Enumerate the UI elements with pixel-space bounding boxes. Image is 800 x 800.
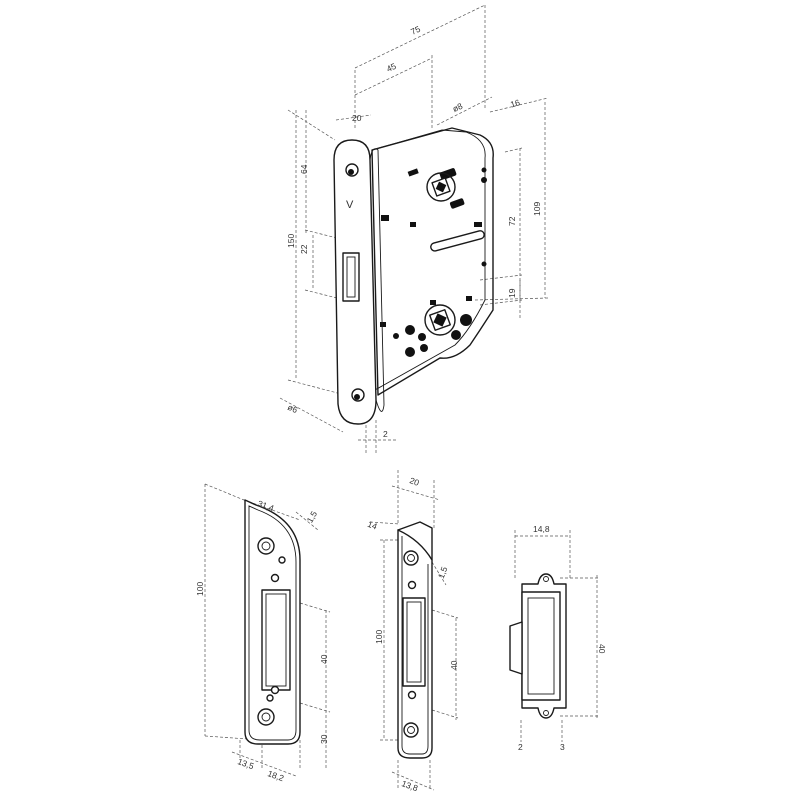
- strike-dim-100: 100: [195, 582, 205, 596]
- lock-latch-opening: [342, 252, 360, 302]
- box-dim-14-8: 14,8: [533, 524, 550, 534]
- strike-plate-lower-small-hole: [270, 685, 280, 695]
- dim-19: 19: [507, 288, 517, 298]
- strike-plate-lower-small-hole-2: [266, 694, 274, 702]
- angled-strike-bottom-screw-hole: [403, 722, 419, 738]
- dim-75: 75: [409, 24, 422, 37]
- angled-dim-100: 100: [374, 630, 384, 644]
- lock-case-edge: [371, 129, 486, 391]
- lock-faceplate-side: [369, 148, 385, 412]
- lock-body-dimension-lines: [279, 4, 549, 455]
- dim-20: 20: [352, 113, 362, 123]
- dim-2: 2: [383, 429, 388, 439]
- dim-16: 16: [509, 97, 521, 110]
- box-keep-dimension-lines: [514, 530, 600, 742]
- lock-case-slot: [430, 230, 485, 252]
- strike-plate-top-small-hole: [278, 556, 286, 564]
- lock-upper-spindle-hole: [426, 172, 456, 202]
- lock-faceplate-marking: V: [346, 199, 354, 211]
- lock-case-cutouts: [380, 167, 487, 357]
- angled-strike-view: 20 14 1,5 100 40 13,8: [366, 470, 459, 793]
- angled-dim-13-8: 13,8: [400, 778, 419, 793]
- box-keep-inner: [527, 597, 555, 695]
- strike-dim-18-2: 18,2: [266, 768, 285, 783]
- angled-dim-14: 14: [366, 519, 379, 532]
- angled-strike-latch-opening: [402, 597, 426, 687]
- strike-dim-13-5: 13,5: [236, 756, 255, 771]
- angled-dim-40: 40: [449, 660, 459, 670]
- strike-plate-bottom-screw-hole: [257, 708, 275, 726]
- angled-strike-top-screw-hole: [403, 550, 419, 566]
- dim-64: 64: [299, 164, 309, 174]
- box-dim-3: 3: [560, 742, 565, 752]
- box-dim-2: 2: [518, 742, 523, 752]
- angled-strike-small-hole: [407, 580, 417, 590]
- strike-plate-latch-opening: [261, 589, 291, 691]
- strike-plate-mid-small-hole: [270, 573, 280, 583]
- strike-dim-1-5: 1,5: [305, 509, 320, 524]
- strike-dim-40: 40: [319, 654, 329, 664]
- box-keep-side-tab: [509, 621, 523, 675]
- lock-faceplate-bottom-screw-hole: [351, 388, 365, 402]
- lock-body-view: V 75 45 20 ø8 16 64 150 22 72 109 19 ø6 …: [279, 4, 549, 455]
- strike-plate-view: 31,4 1,5 100 40 30 13,5 18,2: [195, 483, 331, 783]
- dim-45: 45: [385, 61, 398, 74]
- angled-strike-lower-small-hole: [407, 690, 417, 700]
- lock-faceplate-top-screw-hole: [345, 163, 359, 177]
- dim-d8: ø8: [451, 101, 464, 114]
- dim-109: 109: [532, 202, 542, 216]
- dim-d6: ø6: [286, 402, 299, 415]
- box-keep-view: 14,8 40 2 3: [509, 524, 607, 752]
- lock-case: [371, 127, 494, 396]
- dim-150: 150: [286, 234, 296, 248]
- dim-72: 72: [507, 216, 517, 226]
- lock-lower-spindle-hole: [424, 304, 456, 336]
- angled-dim-1-5: 1,5: [436, 565, 450, 580]
- angled-dim-20: 20: [408, 475, 421, 488]
- strike-plate-top-screw-hole: [257, 537, 275, 555]
- angled-strike-dimension-lines: [369, 470, 459, 791]
- box-dim-40: 40: [597, 644, 607, 654]
- dim-22: 22: [299, 244, 309, 254]
- strike-dim-30: 30: [319, 734, 329, 744]
